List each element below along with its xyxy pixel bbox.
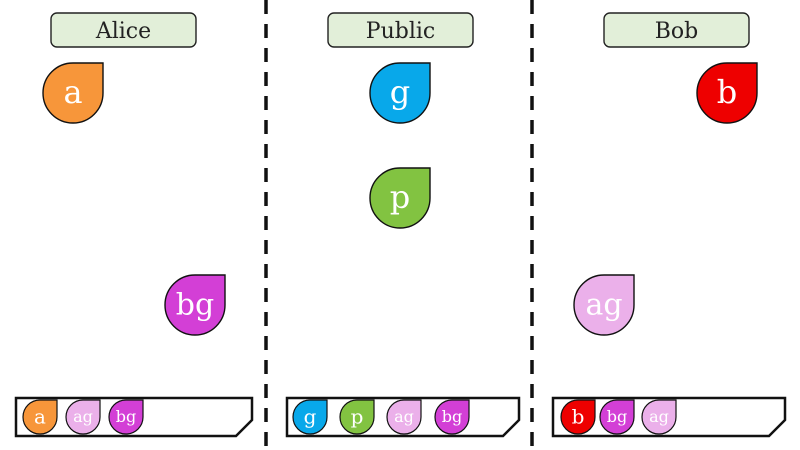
tray-alice-item-bg: bg (108, 399, 144, 435)
header-public: Public (327, 12, 474, 48)
drop-alice-a: a (42, 62, 104, 124)
drop-shape (599, 399, 635, 435)
header-bob: Bob (603, 12, 750, 48)
drop-shape (292, 399, 328, 435)
drop-shape (108, 399, 144, 435)
drop-public-p: p (369, 167, 431, 229)
drop-shape (696, 62, 758, 124)
svg-text:Bob: Bob (655, 19, 699, 44)
drop-alice-bg: bg (164, 274, 226, 336)
drop-bob-ag: ag (573, 274, 635, 336)
tray-public-item-p: p (339, 399, 375, 435)
drop-label: a (34, 404, 46, 428)
tray-bob-item-bg: bg (599, 399, 635, 435)
drop-label: bg (607, 407, 627, 426)
tray-bob-item-b: b (560, 399, 596, 435)
drop-shape (339, 399, 375, 435)
drop-shape (42, 62, 104, 124)
tray-public-item-g: g (292, 399, 328, 435)
drop-shape (369, 167, 431, 229)
tray-public-items: g p ag bg (292, 399, 470, 435)
drop-label: ag (73, 407, 93, 426)
drop-shape (164, 274, 226, 336)
drop-label: ag (585, 288, 622, 323)
drop-label: a (63, 73, 82, 111)
drop-shape (560, 399, 596, 435)
drop-label: p (351, 404, 364, 428)
drop-shape (369, 62, 431, 124)
drop-label: g (390, 73, 410, 111)
drop-label: bg (442, 407, 462, 426)
tray-alice-item-a: a (22, 399, 58, 435)
drop-bob-b: b (696, 62, 758, 124)
drop-label: bg (116, 407, 136, 426)
tray-bob-items: b bg ag (560, 399, 677, 435)
tray-public-item-ag: ag (386, 399, 422, 435)
drop-shape (641, 399, 677, 435)
svg-text:Public: Public (366, 19, 435, 44)
drop-label: ag (649, 407, 669, 426)
drop-label: b (572, 404, 585, 428)
tray-alice-items: a ag bg (22, 399, 144, 435)
drop-label: bg (176, 288, 214, 323)
tray-public-item-bg: bg (434, 399, 470, 435)
tray-alice-item-ag: ag (65, 399, 101, 435)
drop-shape (573, 274, 635, 336)
drop-shape (434, 399, 470, 435)
svg-text:Alice: Alice (95, 19, 151, 44)
drop-label: ag (394, 407, 414, 426)
drop-shape (22, 399, 58, 435)
drop-public-g: g (369, 62, 431, 124)
drop-label: g (304, 404, 317, 428)
drop-label: b (717, 73, 737, 111)
drop-shape (386, 399, 422, 435)
tray-bob-item-ag: ag (641, 399, 677, 435)
drop-label: p (390, 178, 410, 216)
header-alice: Alice (50, 12, 197, 48)
drop-shape (65, 399, 101, 435)
